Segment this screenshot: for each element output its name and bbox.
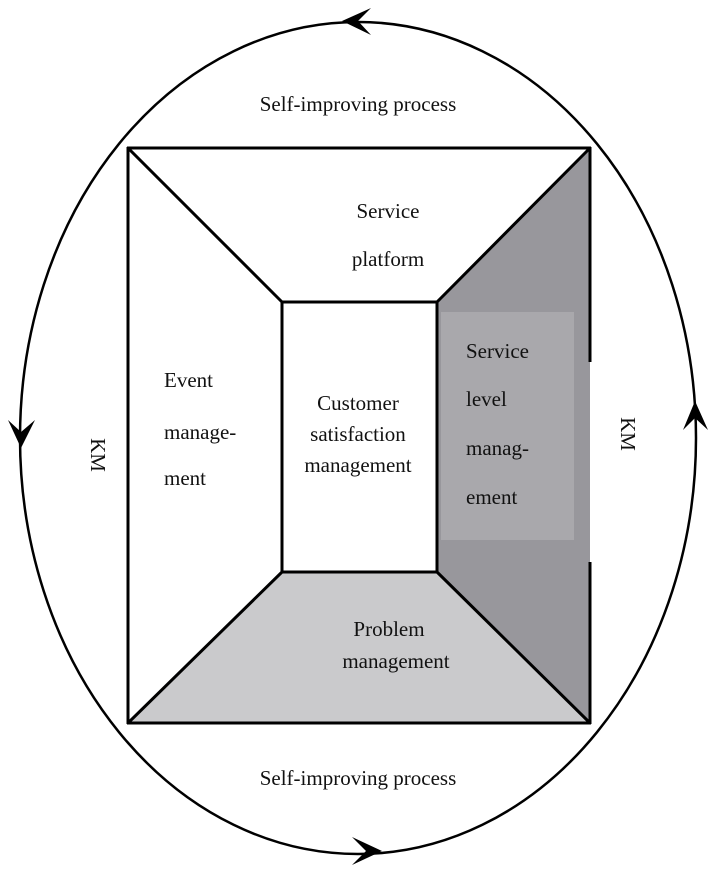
self-improving-process-bottom-label: Self-improving process <box>260 766 457 790</box>
service-level-label: Service level manag- ement <box>466 339 529 509</box>
problem-management-label: Problem management <box>342 617 449 673</box>
diagonal-bottom-right <box>435 570 592 725</box>
customer-satisfaction-box <box>280 300 439 574</box>
km-right-label: KM <box>616 417 640 451</box>
arrow-down-icon <box>8 420 35 448</box>
event-management-label: Event manage- ment <box>164 368 236 490</box>
service-level-line-3: manag- <box>466 436 529 460</box>
problem-management-line-2: management <box>342 649 449 673</box>
arrow-up-icon <box>683 401 708 430</box>
self-improving-process-top-label: Self-improving process <box>260 92 457 116</box>
event-management-line-3: ment <box>164 466 206 490</box>
customer-satisfaction-label: Customer satisfaction management <box>304 391 411 477</box>
customer-satisfaction-line-3: management <box>304 453 411 477</box>
service-level-line-1: Service <box>466 339 529 363</box>
diagonal-top-right <box>435 146 592 304</box>
arrow-left-icon <box>342 8 371 35</box>
customer-satisfaction-line-2: satisfaction <box>310 422 406 446</box>
service-level-inner-panel <box>441 312 574 540</box>
km-left-label: KM <box>86 438 110 472</box>
service-platform-label: Service platform <box>352 199 424 271</box>
event-management-line-1: Event <box>164 368 213 392</box>
diagonal-bottom-left <box>126 570 284 725</box>
problem-management-line-1: Problem <box>353 617 424 641</box>
arrow-right-icon <box>352 837 382 865</box>
event-management-line-2: manage- <box>164 420 236 444</box>
diagonal-top-left <box>126 146 284 304</box>
service-platform-line-1: Service <box>357 199 420 223</box>
service-level-line-2: level <box>466 387 507 411</box>
customer-satisfaction-line-1: Customer <box>317 391 399 415</box>
service-level-line-4: ement <box>466 485 517 509</box>
service-platform-line-2: platform <box>352 247 424 271</box>
